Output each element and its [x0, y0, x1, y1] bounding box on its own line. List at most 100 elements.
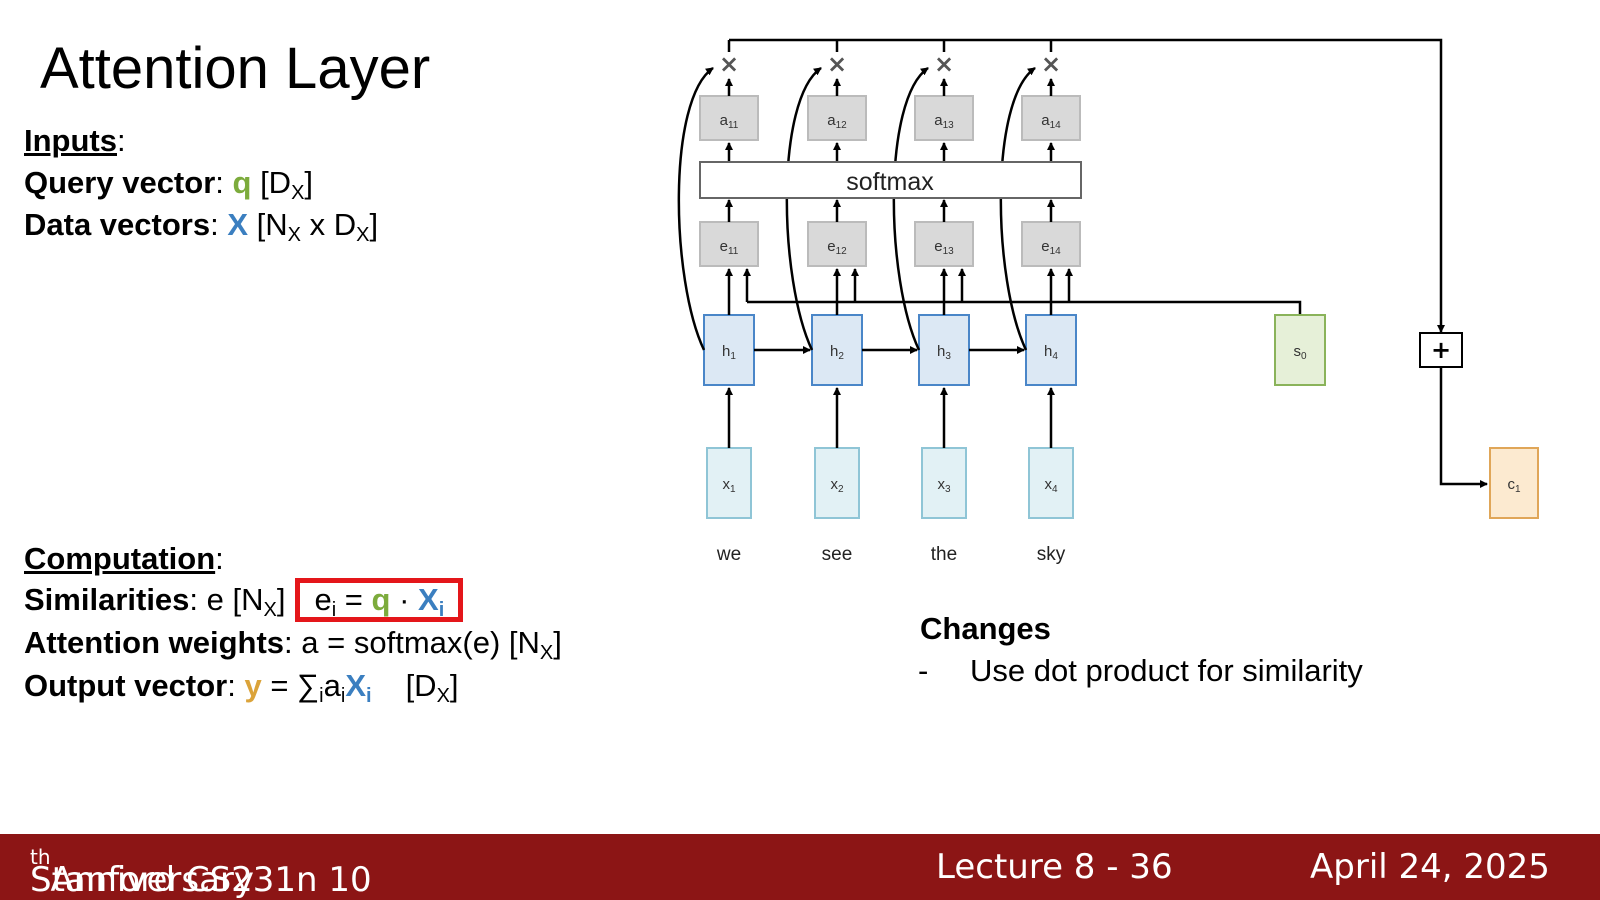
data-dim-mid: x D: [300, 207, 357, 242]
query-dim-sub: X: [291, 182, 305, 204]
out-label: Output vector: [24, 668, 228, 703]
e-box-1: [699, 221, 759, 267]
e-label-4: e14: [1041, 238, 1061, 257]
formula-X-sub: i: [438, 599, 445, 621]
sim-close: ]: [276, 582, 286, 617]
changes-title: Changes: [920, 611, 1051, 646]
data-dim-close: ]: [369, 207, 379, 242]
x-label-4: x4: [1044, 476, 1058, 495]
h-label-2: h2: [830, 343, 844, 362]
formula-e: e: [314, 582, 332, 617]
h-label-3: h3: [937, 343, 951, 362]
query-symbol: q: [232, 165, 252, 200]
word-label-3: the: [931, 544, 957, 565]
footer-course-sup: th: [30, 845, 51, 869]
similarities-line: Similarities: e [NX]ei = q · Xi: [24, 578, 464, 623]
sim-text: e [N: [206, 582, 264, 617]
times-icon-2: ×: [827, 50, 847, 78]
x-label-2: x2: [830, 476, 844, 495]
out-a: a: [323, 668, 341, 703]
footer-course-text: Stanford CS231n 10: [30, 860, 372, 900]
softmax-label: softmax: [846, 168, 934, 196]
query-label: Query vector: [24, 165, 216, 200]
footer-course-end: Anniversary: [50, 860, 254, 900]
attn-label: Attention weights: [24, 625, 285, 660]
a-box-2: [807, 95, 867, 141]
similarity-formula-box: ei = q · Xi: [295, 578, 464, 623]
a-label-3: a13: [934, 112, 954, 131]
a-box-3: [914, 95, 974, 141]
x-box-3: [921, 447, 967, 519]
out-a-sub: i: [340, 685, 346, 707]
out-dim-close: ]: [449, 668, 459, 703]
out-y: y: [244, 668, 262, 703]
inputs-label: Inputs: [24, 123, 117, 158]
s0-box: [1274, 314, 1326, 386]
computation-label: Computation: [24, 541, 216, 576]
a-box-1: [699, 95, 759, 141]
query-dim: [D: [260, 165, 292, 200]
formula-e-sub: i: [331, 599, 337, 621]
a-label-1: a11: [720, 112, 739, 131]
times-icon-1: ×: [719, 50, 739, 78]
plus-box: [1419, 332, 1463, 368]
e-box-2: [807, 221, 867, 267]
sim-sub: X: [263, 599, 277, 621]
formula-X: X: [418, 582, 439, 617]
s0-label: s0: [1293, 343, 1307, 362]
data-dim-sub1: X: [287, 224, 301, 246]
data-dim-sub2: X: [356, 224, 370, 246]
a-box-4: [1021, 95, 1081, 141]
formula-q: q: [371, 582, 391, 617]
changes-item: Use dot product for similarity: [970, 652, 1363, 688]
a-label-4: a14: [1041, 112, 1061, 131]
c1-box: [1489, 447, 1539, 519]
out-X: X: [345, 668, 366, 703]
times-icon-4: ×: [1041, 50, 1061, 78]
computation-heading: Computation:: [24, 541, 224, 576]
x-label-1: x1: [722, 476, 736, 495]
query-dim-close: ]: [304, 165, 314, 200]
slide-title: Attention Layer: [40, 36, 431, 101]
h-to-times-curve-1: [677, 66, 714, 351]
formula-dot: ·: [390, 582, 419, 617]
h-box-4: [1025, 314, 1077, 386]
word-label-1: we: [716, 544, 741, 565]
sim-label: Similarities: [24, 582, 190, 617]
changes-bullet: -: [918, 652, 929, 688]
h-label-4: h4: [1044, 343, 1058, 362]
out-eq: = ∑: [261, 668, 320, 703]
e-box-4: [1021, 221, 1081, 267]
footer-date: April 24, 2025: [1310, 847, 1550, 887]
attn-sub: X: [539, 642, 554, 664]
plus-to-c1-arrow: [1439, 367, 1488, 488]
data-line: Data vectors: X [NX x DX]: [24, 207, 379, 246]
word-label-4: sky: [1037, 544, 1066, 565]
output-line: Output vector: y = ∑iaiXi[DX]: [24, 668, 459, 707]
word-label-2: see: [822, 544, 853, 565]
data-label: Data vectors: [24, 207, 211, 242]
h-label-1: h1: [722, 343, 736, 362]
footer-lecture: Lecture 8 - 36: [936, 847, 1173, 887]
attn-close: ]: [553, 625, 562, 660]
e-label-1: e11: [720, 238, 739, 257]
changes-panel: Changes - Use dot product for similarity: [918, 608, 1363, 692]
e-label-2: e12: [827, 238, 847, 257]
formula-eq: =: [336, 582, 372, 617]
out-X-sub: i: [366, 685, 372, 707]
softmax-box: [699, 161, 1082, 199]
changes-item-row: - Use dot product for similarity: [918, 650, 1363, 692]
query-line: Query vector: q [DX]: [24, 165, 314, 204]
x-label-3: x3: [937, 476, 951, 495]
attention-line: Attention weights: a = softmax(e) [NX]: [24, 625, 562, 664]
times-icon-3: ×: [934, 50, 954, 78]
data-symbol: X: [227, 207, 249, 242]
data-dim: [N: [256, 207, 288, 242]
x-box-4: [1028, 447, 1074, 519]
out-dim-sub: X: [436, 685, 450, 707]
plus-icon: +: [1431, 336, 1451, 364]
out-sum-sub: i: [319, 685, 324, 707]
